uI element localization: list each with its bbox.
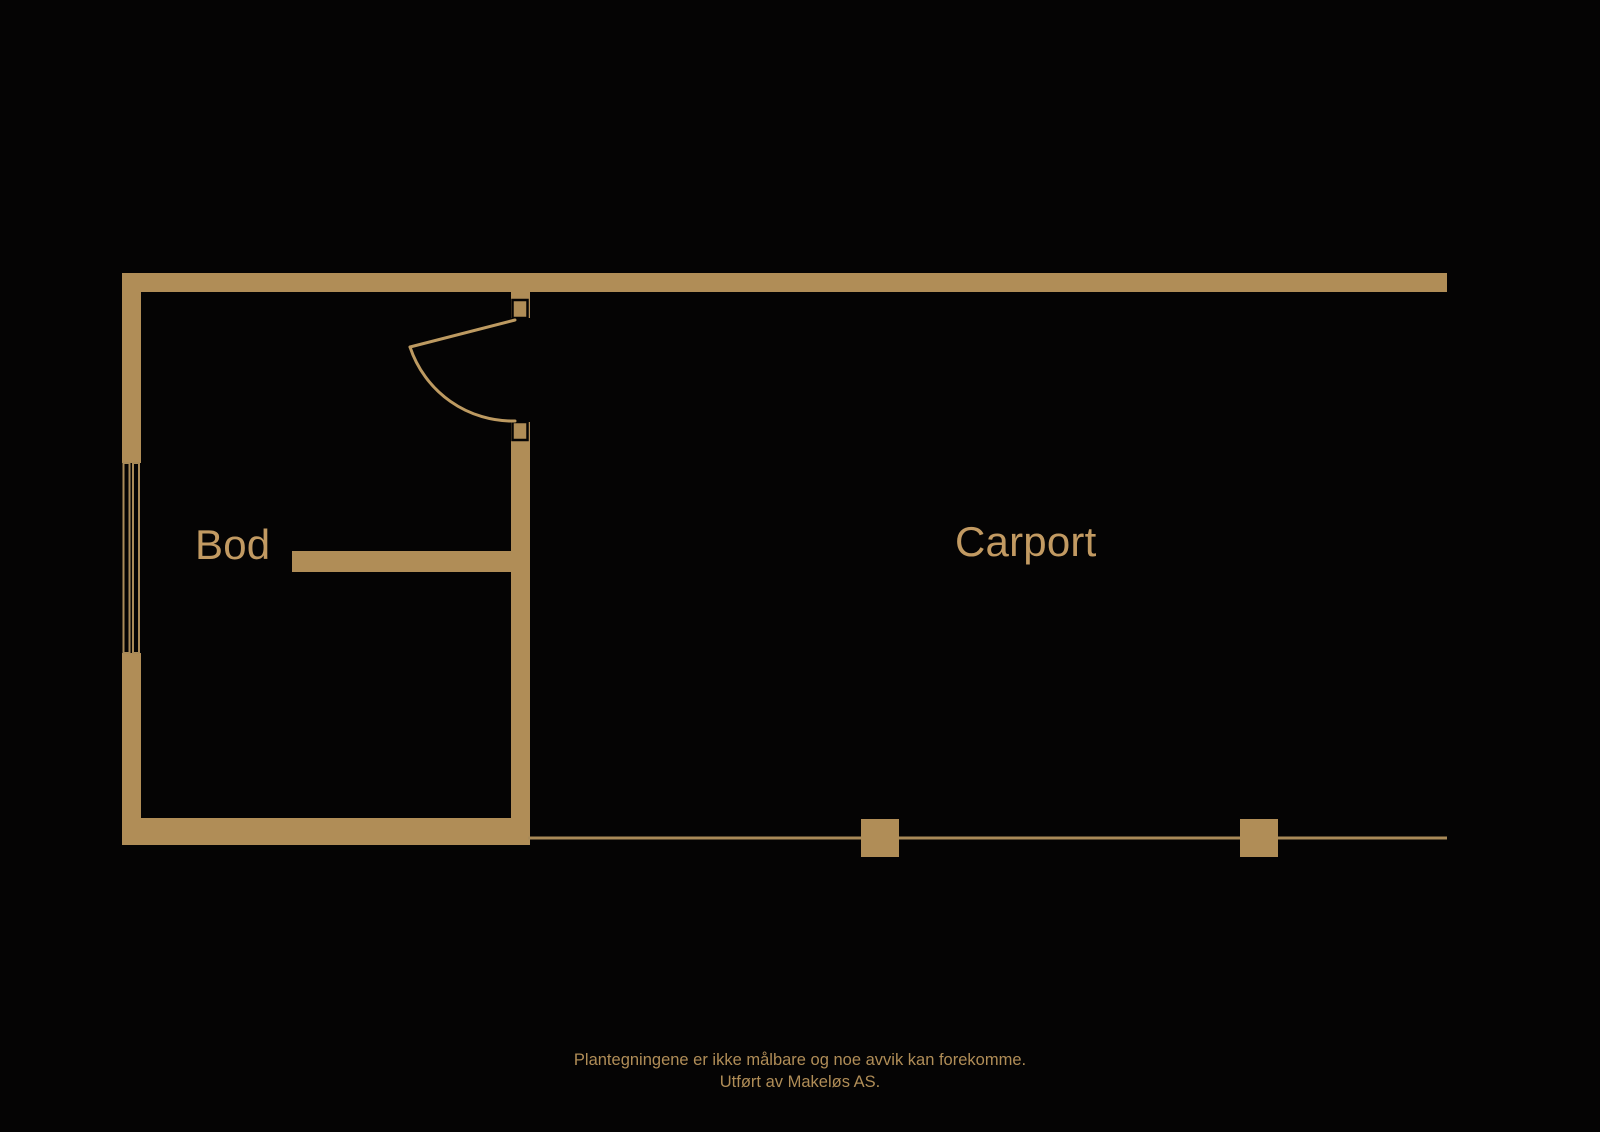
bottom-wall — [122, 818, 528, 845]
door-swing-arc — [408, 345, 517, 423]
top-wall — [122, 273, 1447, 292]
footer-line-1: Plantegningene er ikke målbare og noe av… — [573, 1051, 1027, 1069]
window-left-wall — [122, 462, 141, 654]
wall-group — [122, 273, 1447, 845]
interior-partition-stub — [292, 551, 513, 572]
left-wall-upper — [122, 273, 141, 465]
carport-post-1 — [861, 819, 899, 857]
door-panel-leaf — [408, 318, 517, 349]
window-pane-outer — [122, 462, 131, 654]
left-wall-lower — [122, 651, 141, 845]
door-swing-bod — [408, 318, 517, 423]
room-label-carport: Carport — [955, 518, 1097, 565]
footer-disclaimer: Plantegningene er ikke målbare og noe av… — [0, 1050, 1600, 1094]
door-jambs — [511, 298, 529, 442]
window-frame — [122, 463, 141, 653]
room-label-bod: Bod — [195, 521, 271, 568]
door-jamb-bottom — [511, 420, 529, 442]
door-jamb-top — [511, 298, 529, 320]
carport-structure — [528, 819, 1447, 857]
door-opening-gap — [511, 318, 530, 422]
footer-line-2: Utført av Makeløs AS. — [719, 1072, 881, 1091]
window-pane-inner — [132, 462, 140, 654]
carport-post-2 — [1240, 819, 1278, 857]
